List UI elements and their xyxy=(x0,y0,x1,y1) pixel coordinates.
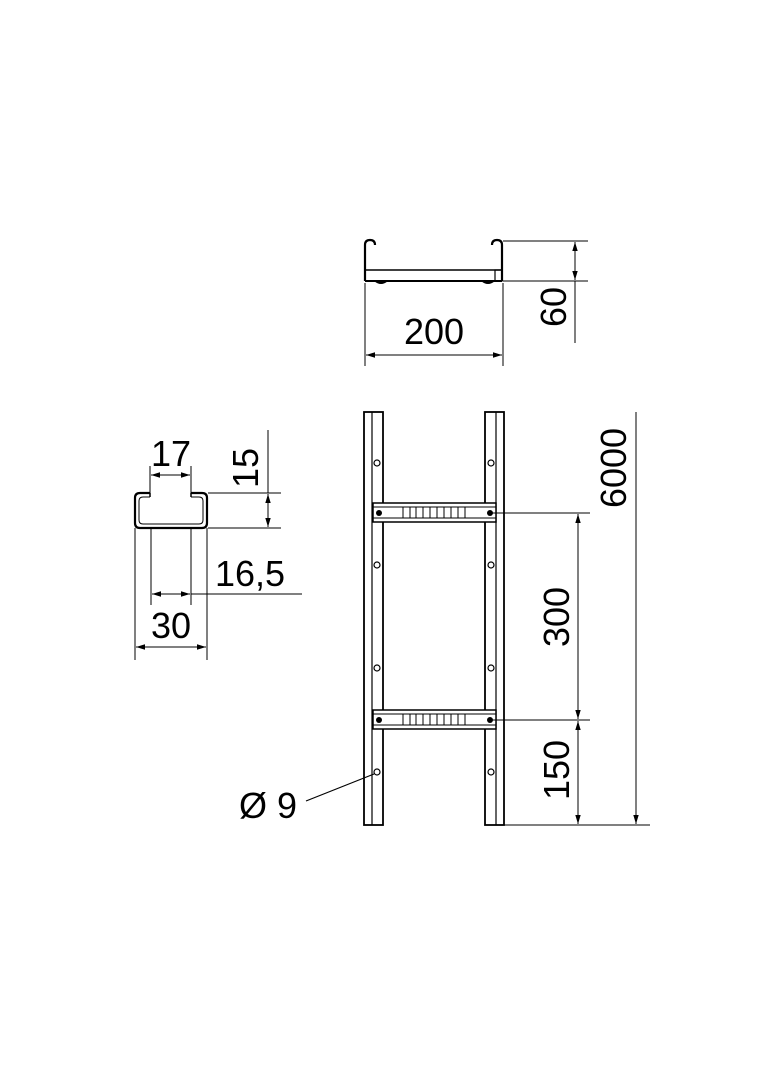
rung-spacing-dimension-label: 300 xyxy=(536,587,577,647)
right-rail xyxy=(484,411,505,826)
ladder-top-view: 300 150 6000 Ø 9 xyxy=(239,411,650,826)
hole-diameter-label: Ø 9 xyxy=(239,785,297,826)
outer-width-dimension-label: 30 xyxy=(151,605,191,646)
rail-profile-view: 17 15 16,5 30 xyxy=(133,430,302,660)
cross-section-view: 200 60 xyxy=(363,238,588,366)
top-opening-dimension-label: 17 xyxy=(151,433,191,474)
rung-upper xyxy=(372,502,497,523)
total-length-dimension-label: 6000 xyxy=(593,428,634,508)
flange-height-dimension-label: 15 xyxy=(225,448,266,488)
height-dimension-label: 60 xyxy=(533,287,574,327)
rung-lower xyxy=(372,709,497,730)
width-dimension-label: 200 xyxy=(404,311,464,352)
left-rail xyxy=(363,411,384,826)
end-offset-dimension-label: 150 xyxy=(536,740,577,800)
inner-width-dimension-label: 16,5 xyxy=(215,553,285,594)
